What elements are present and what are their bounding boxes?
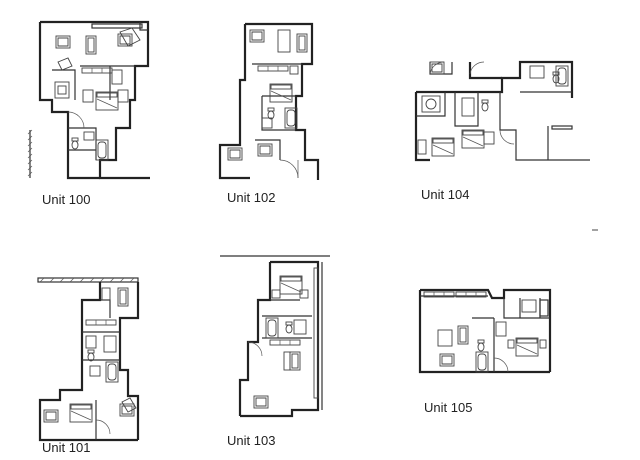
unit-104-label: Unit 104	[421, 187, 470, 202]
unit-102-plan	[218, 22, 320, 180]
unit-104-plan	[414, 60, 590, 162]
unit-101-plan	[37, 277, 140, 442]
unit-101-label: Unit 101	[42, 440, 91, 455]
unit-105-label: Unit 105	[424, 400, 473, 415]
unit-103-plan	[220, 255, 330, 418]
unit-100-label: Unit 100	[42, 192, 91, 207]
unit-105-plan	[418, 288, 552, 374]
unit-103-label: Unit 103	[227, 433, 276, 448]
unit-100-plan	[27, 20, 150, 180]
unit-102-label: Unit 102	[227, 190, 276, 205]
